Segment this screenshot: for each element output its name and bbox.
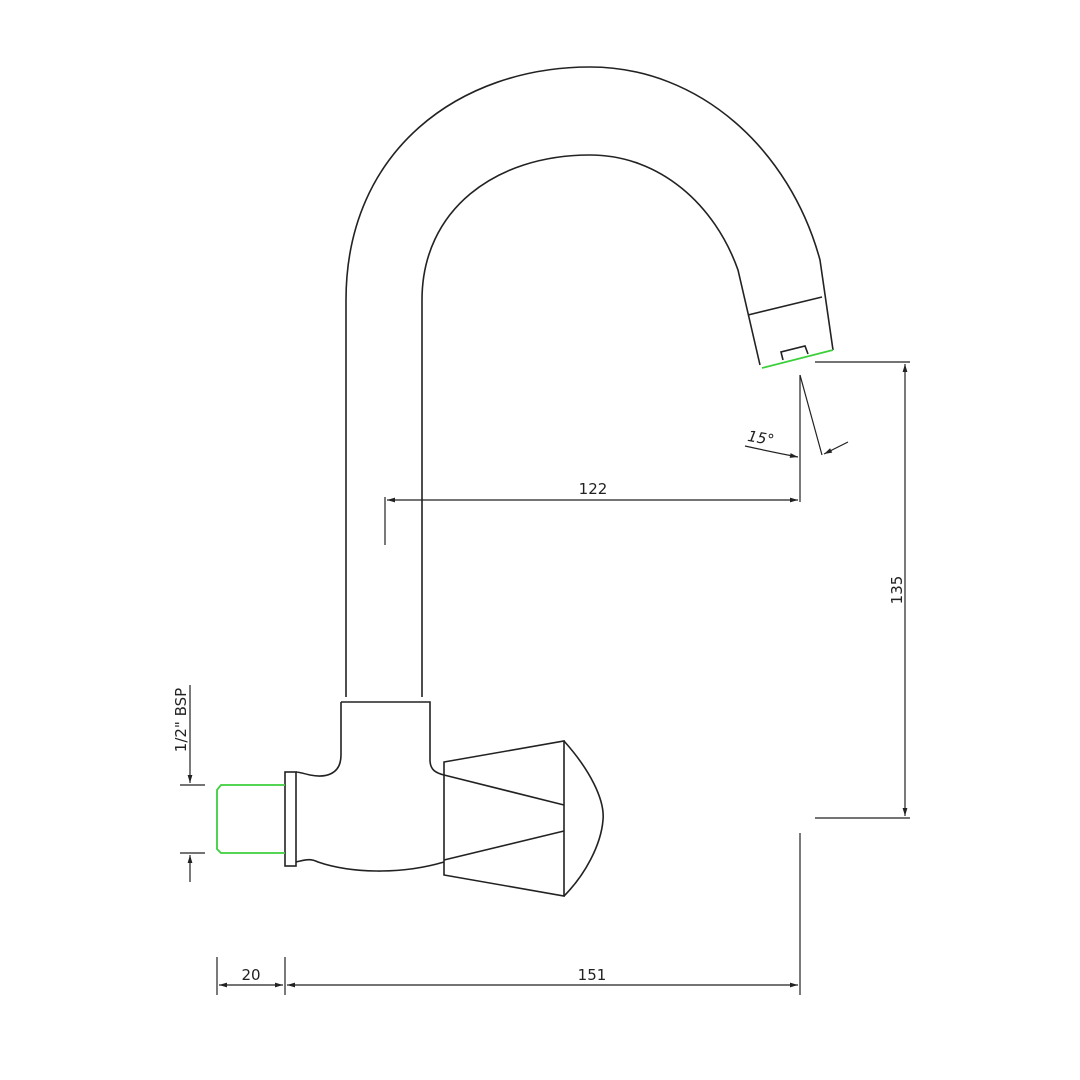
handle [443, 740, 604, 897]
dimension-label-151: 151 [578, 966, 607, 984]
dimension-label-135: 135 [888, 576, 906, 605]
aerator-band [747, 296, 823, 316]
dimension-label-122: 122 [579, 480, 608, 498]
spout [345, 66, 834, 697]
dimension-label-angle: 15° [746, 427, 775, 449]
dimension-label-20: 20 [241, 966, 260, 984]
dimension-151: 151 [287, 833, 801, 995]
inlet-thread [216, 784, 285, 854]
dimension-angle: 15° [744, 374, 849, 458]
dimension-20: 20 [216, 957, 286, 995]
dimension-122: 122 [384, 375, 801, 545]
inlet-flange [284, 771, 297, 867]
aerator-notch [780, 345, 809, 361]
aerator-outlet [761, 349, 834, 369]
dimension-label-thread: 1/2" BSP [172, 688, 190, 752]
dimension-thread: 1/2" BSP [172, 685, 205, 882]
valve-body [216, 701, 445, 872]
dimension-135: 135 [815, 361, 910, 819]
